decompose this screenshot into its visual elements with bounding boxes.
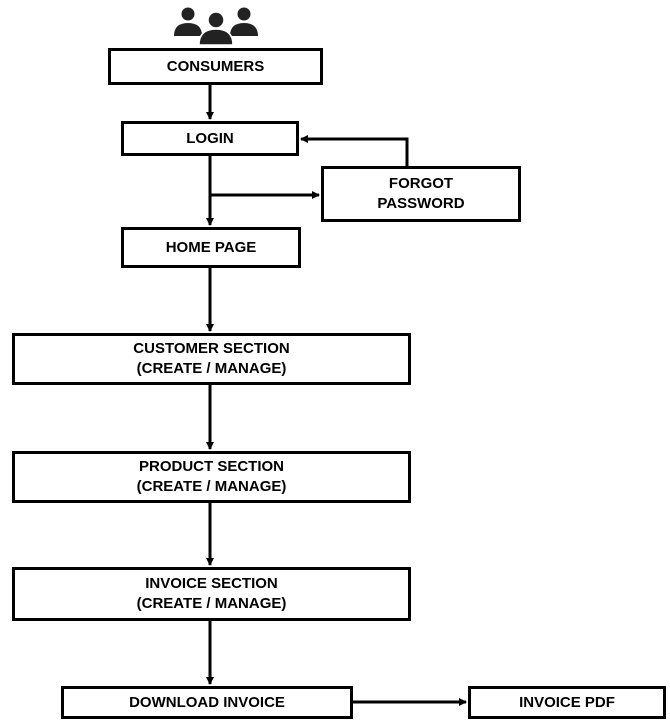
node-product-section: PRODUCT SECTION (CREATE / MANAGE) (12, 451, 411, 503)
node-download-invoice: DOWNLOAD INVOICE (61, 686, 353, 719)
edge-forgot-login (300, 135, 409, 166)
node-download-invoice-label: DOWNLOAD INVOICE (129, 693, 285, 711)
node-home-page-label: HOME PAGE (165, 238, 257, 256)
node-product-section-label: PRODUCT SECTION (CREATE / MANAGE) (136, 458, 287, 495)
node-consumers: CONSUMERS (108, 48, 323, 85)
node-invoice-section-label: INVOICE SECTION (CREATE / MANAGE) (136, 575, 287, 612)
node-customer-section: CUSTOMER SECTION (CREATE / MANAGE) (12, 333, 411, 385)
node-invoice-pdf: INVOICE PDF (468, 686, 666, 719)
node-invoice-pdf-label: INVOICE PDF (519, 693, 615, 711)
node-invoice-section: INVOICE SECTION (CREATE / MANAGE) (12, 567, 411, 621)
users-group-icon (174, 7, 258, 46)
node-login: LOGIN (121, 121, 299, 156)
node-forgot-password: FORGOT PASSWORD (321, 166, 521, 222)
node-login-label: LOGIN (186, 129, 234, 147)
node-forgot-password-label: FORGOT PASSWORD (377, 175, 465, 212)
node-home-page: HOME PAGE (121, 227, 301, 268)
node-consumers-label: CONSUMERS (166, 57, 265, 75)
node-customer-section-label: CUSTOMER SECTION (CREATE / MANAGE) (133, 340, 290, 377)
